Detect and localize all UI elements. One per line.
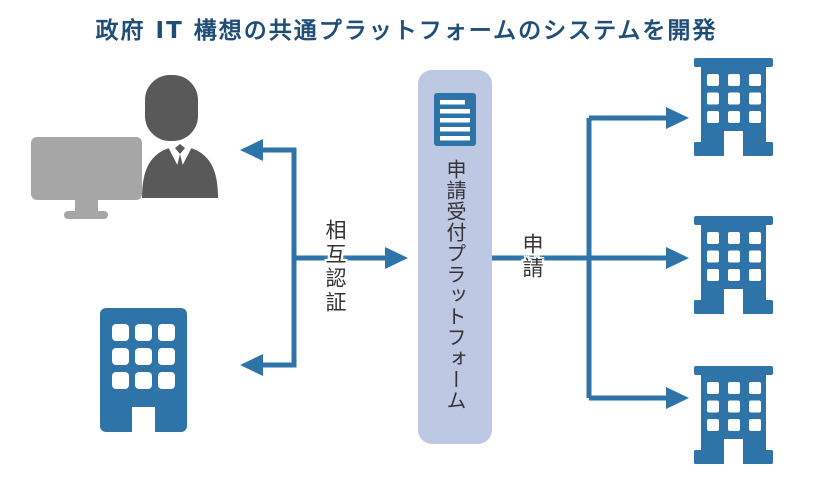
tie-knot (175, 144, 185, 154)
right-connector (492, 115, 666, 401)
platform-label: 申請受付プラットフォーム (443, 159, 467, 411)
mutual-auth-label: 相互認証 (323, 219, 347, 315)
right-connector-arrowheads (666, 107, 689, 409)
monitor-icon (31, 137, 142, 219)
arrow-right-to-platform-icon (385, 247, 408, 269)
agency-building-3-icon (694, 366, 773, 464)
person-icon (142, 75, 218, 198)
application-label: 申請 (520, 233, 544, 281)
arrow-left-to-building-icon (240, 354, 263, 376)
arrow-to-agency-2-icon (666, 247, 689, 269)
page-title: 政府 IT 構想の共通プラットフォームのシステムを開発 (95, 18, 718, 44)
document-icon (434, 93, 476, 146)
agency-building-2-icon (694, 216, 773, 314)
arrow-to-agency-3-icon (666, 387, 689, 409)
tie-tail (174, 154, 186, 194)
agency-building-1-icon (694, 58, 773, 156)
platform-box: 申請受付プラットフォーム (418, 70, 492, 444)
arrow-to-agency-1-icon (666, 107, 689, 129)
applicant-building-icon (100, 308, 187, 432)
arrow-left-to-user-icon (240, 139, 263, 161)
user-terminal-group (31, 75, 218, 219)
